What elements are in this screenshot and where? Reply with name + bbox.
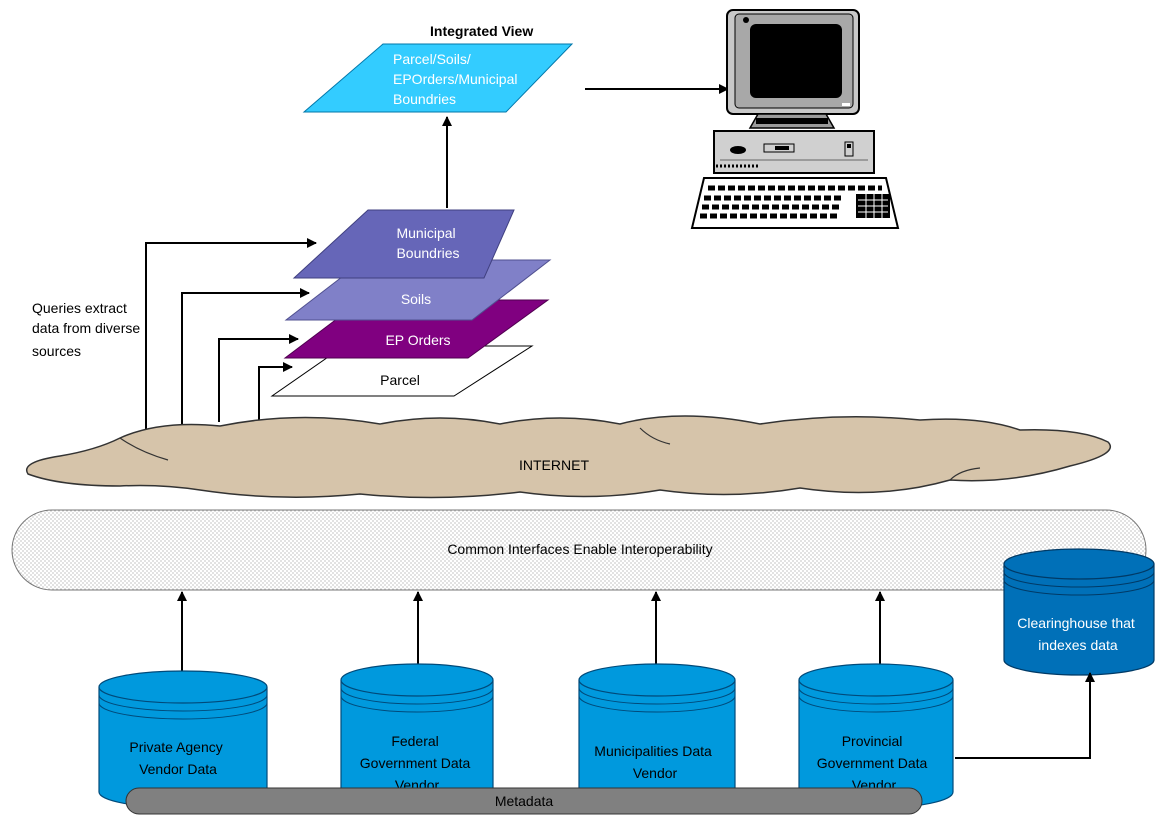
municipal-boundaries-label: Municipal Boundries: [396, 225, 459, 261]
common-interfaces-label: Common Interfaces Enable Interoperabilit…: [447, 541, 712, 557]
metadata-bar: [125, 787, 923, 815]
federal-government-database: [340, 663, 494, 809]
municipalities-database: [578, 663, 736, 809]
integrated-view-title: Integrated View: [430, 23, 533, 39]
query-arrow-parcel: [258, 362, 293, 420]
integrated-view-layer: [302, 43, 574, 113]
arrow-to-clearinghouse: [955, 672, 1095, 759]
private-agency-database: [98, 670, 268, 809]
internet-label: INTERNET: [519, 457, 589, 473]
computer-icon: [690, 9, 900, 229]
ep-orders-label: EP Orders: [385, 332, 450, 348]
query-arrow-soils: [181, 288, 310, 430]
internet-cloud: [26, 415, 1111, 499]
municipalities-label: Municipalities Data Vendor: [594, 743, 715, 781]
common-interfaces-band: [11, 509, 1147, 591]
query-arrow-ep-orders: [218, 334, 299, 422]
clearinghouse-label: Clearinghouse that indexes data: [1017, 615, 1138, 653]
metadata-label: Metadata: [495, 793, 554, 809]
integrated-view-label: Parcel/Soils/ EPOrders/Municipal Boundri…: [393, 51, 521, 107]
clearinghouse-database: [1003, 548, 1155, 676]
parcel-label: Parcel: [380, 372, 420, 388]
query-arrow-municipal: [145, 238, 317, 436]
private-agency-label: Private Agency Vendor Data: [129, 739, 226, 777]
soils-label: Soils: [401, 291, 431, 307]
provincial-government-database: [798, 663, 954, 809]
queries-note: Queries extract data from diverse source…: [32, 300, 144, 359]
municipal-boundaries-layer: [292, 209, 515, 279]
